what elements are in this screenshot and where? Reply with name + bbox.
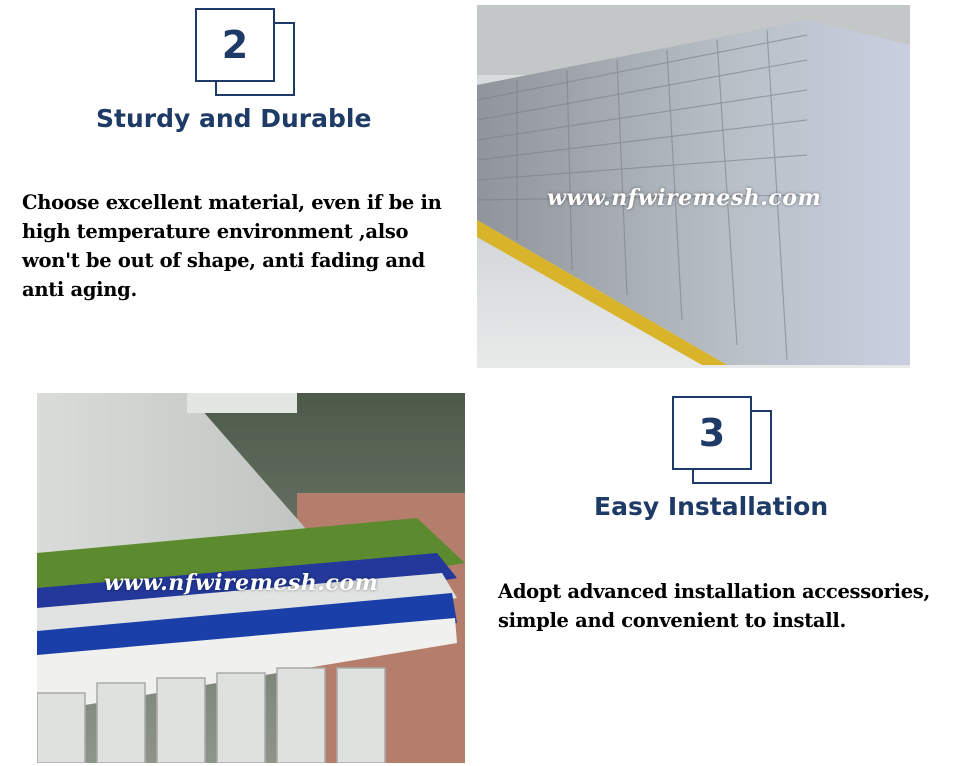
feature-3-description: Adopt advanced installation accessories,… bbox=[498, 580, 930, 632]
feature-2-description: Choose excellent material, even if be in… bbox=[22, 191, 442, 301]
badge-number: 3 bbox=[672, 396, 752, 470]
watermark-bottom: www.nfwiremesh.com bbox=[104, 570, 379, 596]
watermark-top: www.nfwiremesh.com bbox=[547, 185, 822, 211]
colored-profiles-image bbox=[37, 393, 465, 763]
number-badge-2: 2 bbox=[195, 8, 295, 96]
badge-number: 2 bbox=[195, 8, 275, 82]
stacked-profiles-photo bbox=[477, 5, 910, 368]
feature-2-title: Sturdy and Durable bbox=[96, 104, 372, 133]
stacked-profiles-image bbox=[477, 5, 910, 368]
number-badge-3: 3 bbox=[672, 396, 772, 484]
feature-3-title: Easy Installation bbox=[594, 492, 829, 521]
colored-profiles-photo bbox=[37, 393, 465, 763]
